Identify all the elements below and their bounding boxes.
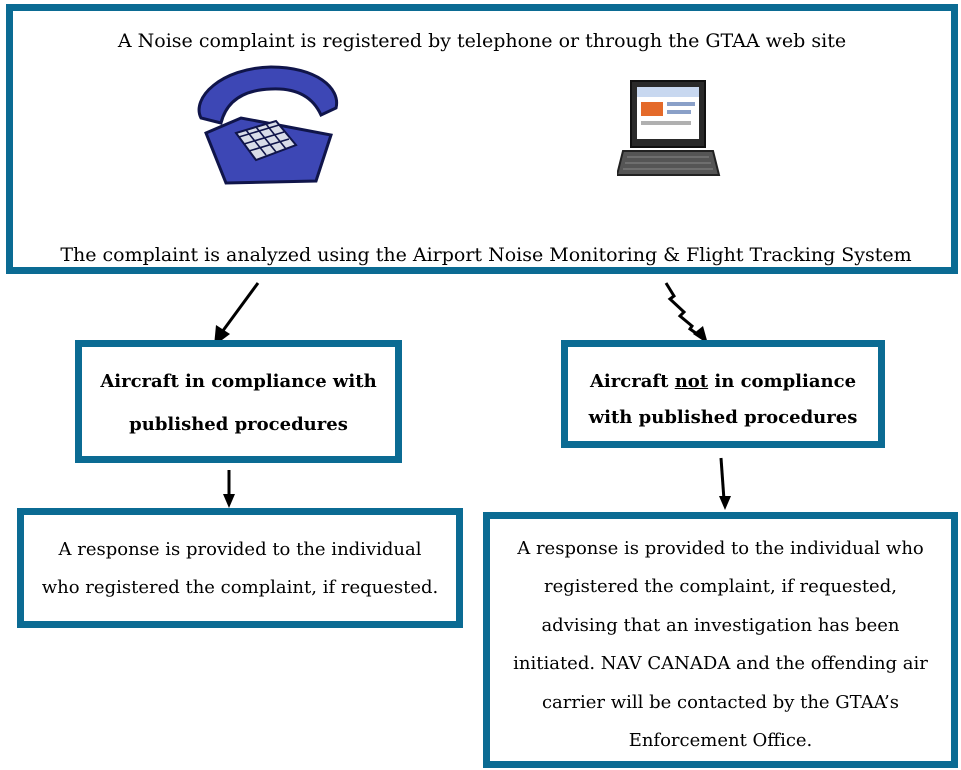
- registration-text: A Noise complaint is registered by telep…: [117, 30, 847, 52]
- arrow-to-left-branch: [220, 282, 260, 333]
- arrow-to-right-branch: [664, 282, 701, 338]
- non-compliant-label-line2: with published procedures: [588, 407, 858, 428]
- right-response-box: A response is provided to the individual…: [483, 512, 958, 768]
- non-compliant-label-not: not: [674, 371, 709, 392]
- laptop-icon: [615, 75, 722, 189]
- left-response-line2: who registered the complaint, if request…: [41, 577, 439, 598]
- non-compliant-label-pre: Aircraft: [589, 371, 669, 392]
- top-box: A Noise complaint is registered by telep…: [6, 4, 958, 274]
- right-response-line4: initiated. NAV CANADA and the offending …: [513, 653, 928, 674]
- non-compliant-label-line1: Aircraft not in compliance: [568, 364, 878, 399]
- right-response-line5: carrier will be contacted by the GTAA’s: [541, 692, 900, 713]
- telephone-icon: [181, 63, 351, 192]
- left-response-line1: A response is provided to the individual: [58, 539, 422, 560]
- analysis-text: The complaint is analyzed using the Airp…: [60, 244, 912, 266]
- right-response-line6: Enforcement Office.: [628, 730, 813, 751]
- compliant-label-line2: published procedures: [129, 414, 348, 435]
- non-compliant-box: Aircraft not in compliance with publishe…: [561, 340, 885, 448]
- right-response-line3: advising that an investigation has been: [541, 615, 900, 636]
- non-compliant-label-post: in compliance: [708, 371, 857, 392]
- right-response-line2: registered the complaint, if requested,: [544, 576, 897, 597]
- left-response-box: A response is provided to the individual…: [17, 508, 463, 628]
- right-response-line1: A response is provided to the individual…: [517, 538, 924, 559]
- compliant-label-line1: Aircraft in compliance with: [100, 371, 377, 392]
- arrow-to-right-response: [719, 457, 726, 501]
- compliant-box: Aircraft in compliance with published pr…: [75, 340, 402, 463]
